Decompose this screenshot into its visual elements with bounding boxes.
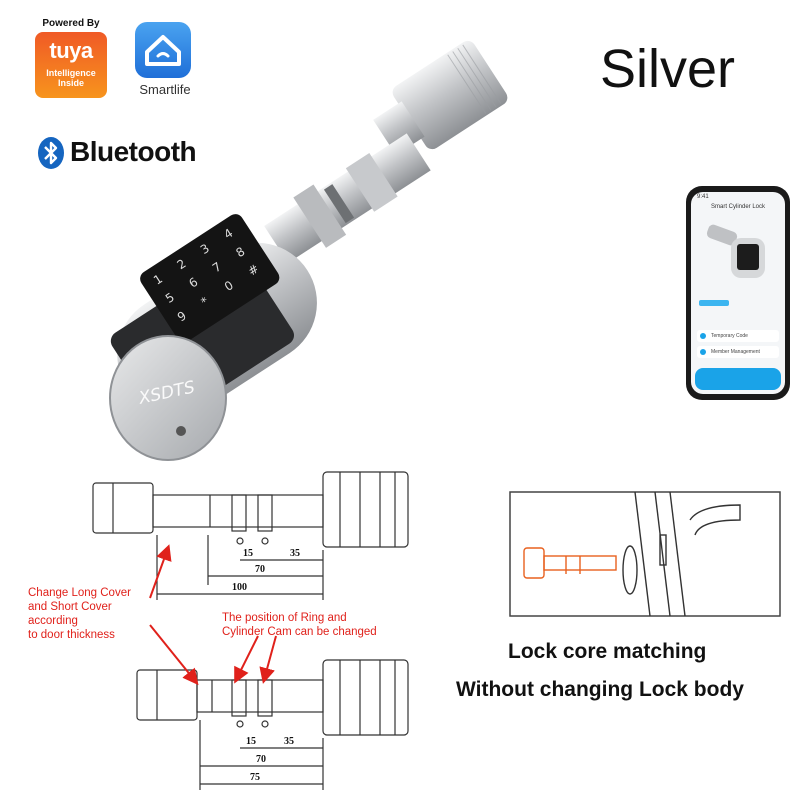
tuya-wordmark: tuya <box>49 38 93 63</box>
lock-thumbnail-icon <box>706 224 765 278</box>
phone-mockup: 9:41 Smart Cylinder Lock Temporary Code … <box>686 186 790 400</box>
smartlife-logo: Smartlife <box>125 22 205 102</box>
menu-temporary-code[interactable]: Temporary Code <box>697 330 779 342</box>
dim-label: 15 <box>243 548 253 559</box>
tuya-logo: Powered By tuya Intelligence Inside <box>33 18 109 98</box>
menu-member-management[interactable]: Member Management <box>697 346 779 358</box>
dim-label: 100 <box>232 582 247 593</box>
home-icon <box>145 35 181 66</box>
color-name-heading: Silver <box>600 39 736 99</box>
door-lock-illustration <box>509 491 781 617</box>
dim-label: 70 <box>256 754 266 765</box>
dim-label: 15 <box>246 736 256 747</box>
smartlife-app-icon <box>135 22 191 78</box>
tuya-powered-label: Powered By <box>42 18 100 29</box>
phone-screen: 9:41 Smart Cylinder Lock Temporary Code … <box>691 192 785 394</box>
cylinder-diagram-short <box>136 659 409 790</box>
bluetooth-label: Bluetooth <box>70 136 197 167</box>
dim-label: 75 <box>250 772 260 783</box>
note-cover: Change Long Cover and Short Cover accord… <box>28 587 131 641</box>
bluetooth-icon <box>38 137 64 169</box>
unlock-bar[interactable] <box>695 368 781 390</box>
app-title: Smart Cylinder Lock <box>710 204 766 210</box>
caption-lock-body: Without changing Lock body <box>456 678 744 701</box>
dim-label: 35 <box>290 548 300 559</box>
dim-label: 35 <box>284 736 294 747</box>
smartlife-label: Smartlife <box>139 82 191 97</box>
note-ring: The position of Ring and Cylinder Cam ca… <box>222 612 377 638</box>
status-chip <box>699 300 729 306</box>
cylinder-diagram-long <box>92 471 409 600</box>
annotation-arrows <box>149 544 277 686</box>
keyhole-icon <box>176 426 186 436</box>
dim-label: 70 <box>255 564 265 575</box>
phone-status-time: 9:41 <box>697 194 709 200</box>
caption-lock-core: Lock core matching <box>508 640 707 663</box>
tuya-badge-box: tuya Intelligence Inside <box>35 32 107 98</box>
tuya-tagline: Intelligence Inside <box>46 68 96 88</box>
